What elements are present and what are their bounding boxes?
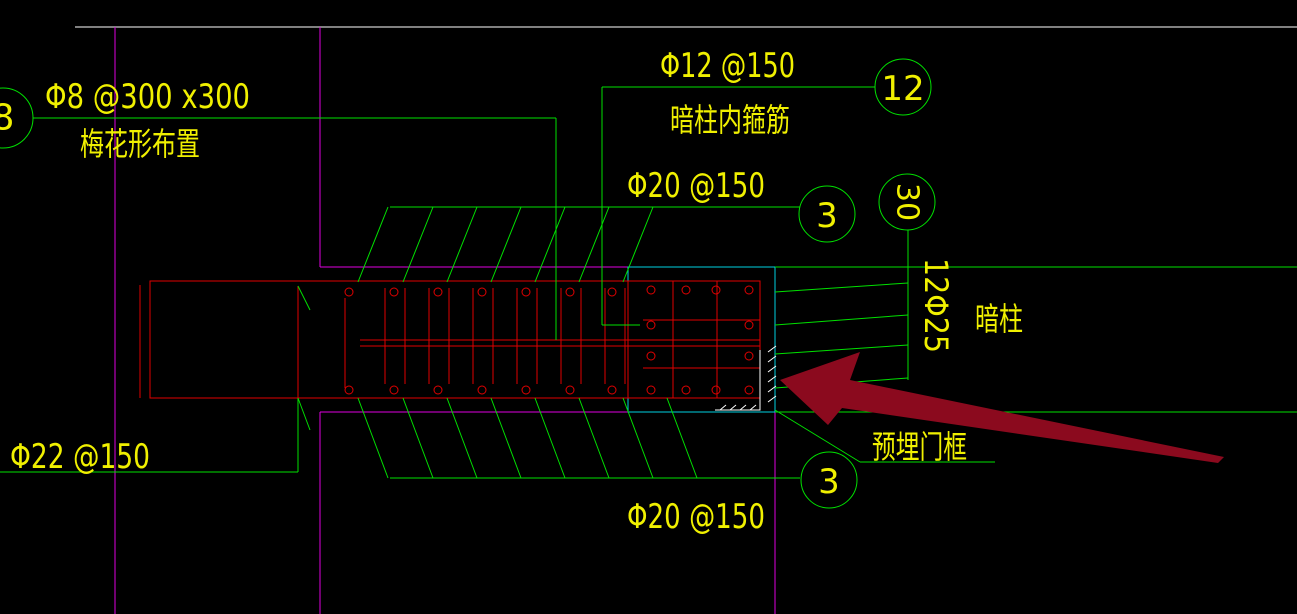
- top-tag-circle: [798, 185, 856, 243]
- inner-stirrup-note: 暗柱内箍筋: [670, 101, 790, 139]
- bottom-bar-label: Φ20 @150: [627, 497, 765, 537]
- left-leaders: [0, 117, 557, 473]
- tie-tag-circle: [0, 87, 34, 149]
- bottom-ticks: [357, 397, 800, 479]
- bottom-tag: 3: [818, 462, 840, 502]
- stirrup-leader: [601, 86, 875, 326]
- embedded-frame-label: 预埋门框: [872, 428, 967, 466]
- top-ticks: [357, 206, 800, 283]
- tie-tag: 8: [0, 98, 14, 139]
- rebar-hooks: [384, 288, 626, 384]
- column-tag: 30: [890, 183, 925, 221]
- bottom-tag-circle: [800, 451, 858, 509]
- stirrup-tag: 12: [881, 69, 924, 109]
- top-bar-label: Φ20 @150: [627, 166, 765, 206]
- column-leaders: [774, 230, 995, 463]
- pointer-arrow: [780, 352, 1224, 463]
- inner-stirrup-label: Φ12 @150: [660, 46, 795, 86]
- callout-circles: [0, 58, 936, 509]
- tie-note-label: 梅花形布置: [80, 125, 200, 163]
- column-rebar-label: 12Φ25: [917, 258, 955, 353]
- green-wall-lines: [775, 266, 1297, 413]
- column-tag-circle: [878, 173, 936, 231]
- left-bar-label: Φ22 @150: [10, 437, 150, 477]
- door-frame-hatch: [715, 345, 777, 411]
- rebar-bars: [344, 285, 754, 395]
- stirrup-tag-circle: [874, 58, 932, 116]
- wall-rebar: [139, 280, 761, 399]
- column-name-label: 暗柱: [975, 300, 1023, 338]
- top-tag: 3: [816, 196, 838, 236]
- tie-bar-label: Φ8 @300 x300: [45, 77, 250, 117]
